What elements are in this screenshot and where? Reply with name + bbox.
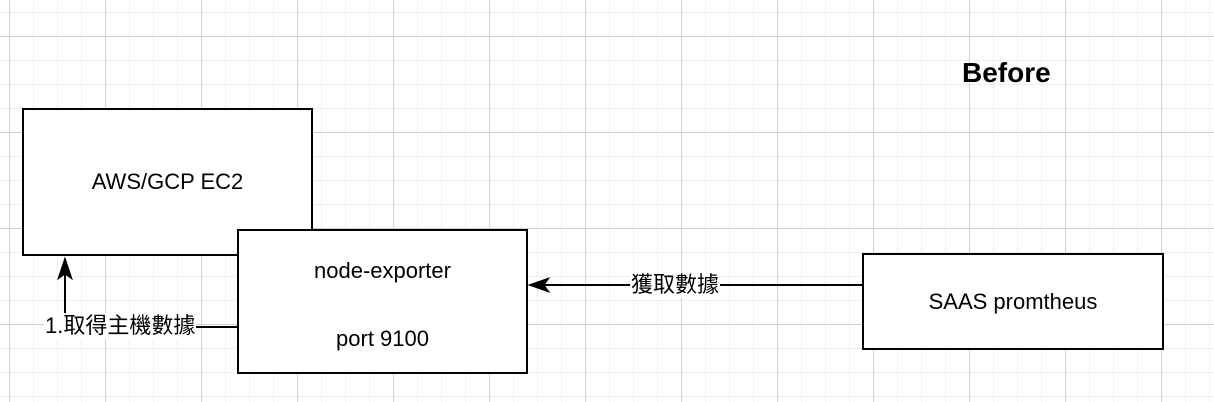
node-label: AWS/GCP EC2: [91, 169, 244, 194]
node-saas-prometheus[interactable]: SAAS promtheus: [862, 253, 1164, 350]
edge-label-fetch-host-data: 1.取得主機數據: [44, 313, 197, 339]
node-node-exporter[interactable]: node-exporter port 9100: [237, 229, 528, 374]
edge-label-scrape-data: 獲取數據: [630, 272, 721, 298]
node-label: node-exporter: [314, 258, 451, 283]
arrowhead-up-icon: [57, 256, 73, 281]
arrowhead-left-icon: [527, 277, 551, 293]
diagram-title: Before: [962, 57, 1051, 88]
node-label: SAAS promtheus: [928, 288, 1098, 314]
node-port-label: port 9100: [336, 326, 429, 351]
